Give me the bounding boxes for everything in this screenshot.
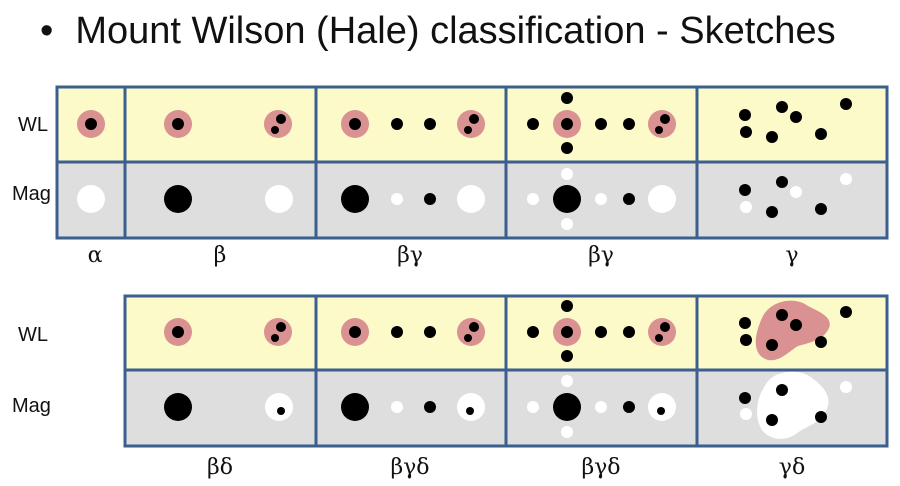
wl-gamma-delta-sketch bbox=[739, 300, 852, 361]
wl-beta-gamma-delta-2-sketch bbox=[527, 300, 676, 362]
class-label-beta-gamma-2: βγ bbox=[588, 243, 614, 268]
mag-beta-gamma-1-sketch bbox=[341, 185, 485, 213]
row-label-mag-top: Mag bbox=[12, 183, 51, 205]
class-label-gamma-delta: γδ bbox=[778, 455, 806, 480]
mag-beta-delta-sketch bbox=[164, 393, 293, 421]
wl-beta-gamma-2-sketch bbox=[527, 92, 676, 154]
grid-bottom bbox=[123, 294, 889, 448]
mag-gamma-delta-sketch bbox=[739, 371, 852, 439]
class-label-beta-gamma-delta-2: βγδ bbox=[581, 455, 621, 480]
mag-beta-sketch bbox=[164, 185, 293, 213]
class-label-gamma: γ bbox=[785, 243, 799, 268]
mag-beta-gamma-delta-1-sketch bbox=[341, 393, 485, 421]
wl-beta-delta-sketch bbox=[164, 318, 292, 346]
wl-beta-gamma-delta-1-sketch bbox=[341, 318, 485, 346]
grid-top bbox=[55, 85, 889, 240]
class-label-beta: β bbox=[213, 243, 227, 268]
class-label-beta-delta: βδ bbox=[207, 455, 233, 480]
wl-gamma-sketch bbox=[739, 98, 852, 143]
class-label-beta-gamma-1: βγ bbox=[397, 243, 423, 268]
mag-beta-gamma-2-sketch bbox=[527, 168, 676, 230]
slide-title-text: Mount Wilson (Hale) classification - Ske… bbox=[75, 10, 836, 52]
row-label-wl-bottom: WL bbox=[18, 324, 48, 346]
row-label-mag-bottom: Mag bbox=[12, 395, 51, 417]
mag-gamma-sketch bbox=[739, 173, 852, 218]
wl-beta-gamma-1-sketch bbox=[341, 110, 485, 138]
wl-alpha-sketch bbox=[77, 110, 105, 138]
slide-title: • Mount Wilson (Hale) classification - Sk… bbox=[40, 10, 836, 53]
bullet-icon: • bbox=[40, 10, 54, 52]
mag-alpha-sketch bbox=[77, 185, 105, 213]
mag-beta-gamma-delta-2-sketch bbox=[527, 375, 676, 438]
row-label-wl-top: WL bbox=[18, 114, 48, 136]
wl-beta-sketch bbox=[164, 110, 292, 138]
class-label-beta-gamma-delta-1: βγδ bbox=[390, 455, 430, 480]
class-label-alpha: α bbox=[87, 243, 103, 268]
